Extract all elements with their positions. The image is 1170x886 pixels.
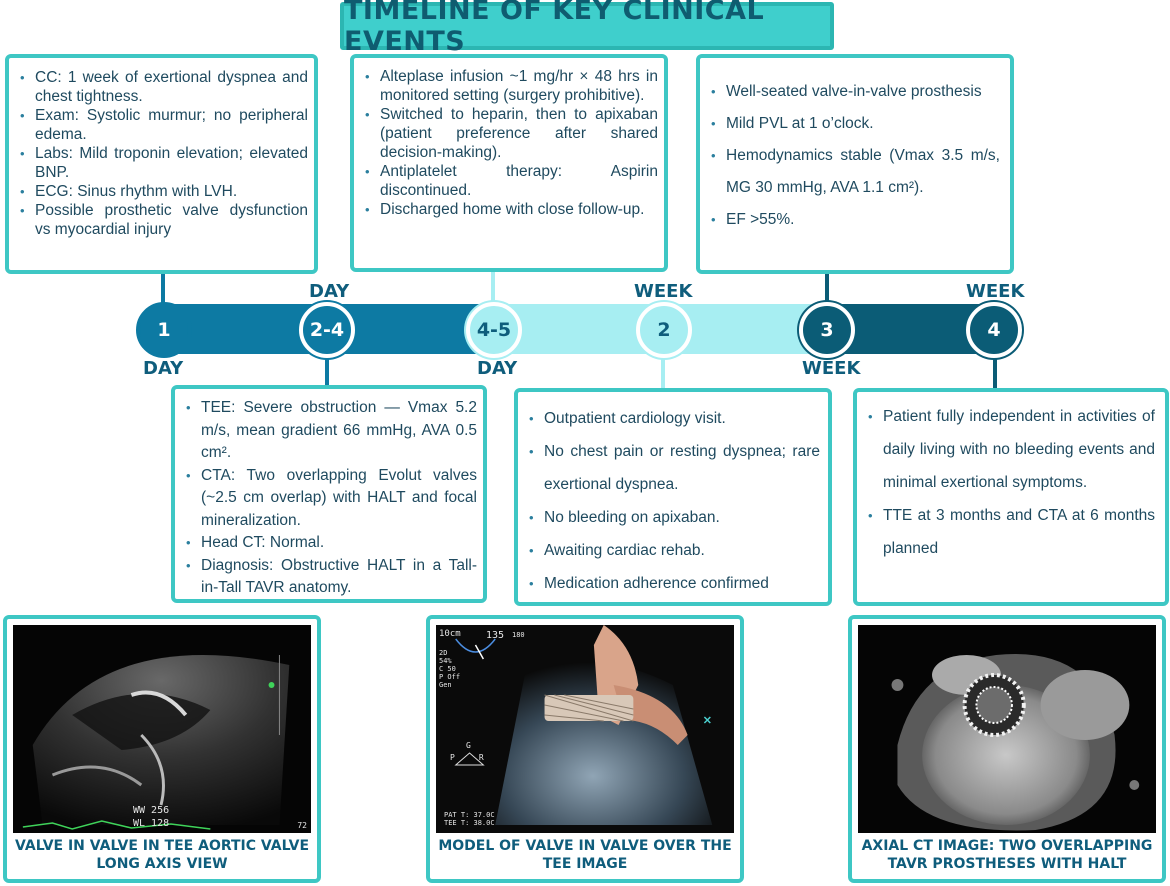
model-markers-label: P R	[450, 753, 484, 762]
card-day2-4-item: Head CT: Normal.	[179, 532, 477, 555]
connector-week4	[993, 356, 997, 388]
timeline-label-week3: WEEK	[802, 358, 861, 379]
card-day4-5-item: Alteplase infusion ~1 mg/hr × 48 hrs in …	[358, 67, 658, 105]
card-day4-5-item: Discharged home with close follow-up.	[358, 200, 658, 219]
image-card-ct: AXIAL CT IMAGE: TWO OVERLAPPING TAVR PRO…	[848, 615, 1166, 883]
image-card-model: 10cm 135 180 2D 54% C 50 P Off Gen G P R…	[426, 615, 744, 883]
connector-day1	[161, 274, 165, 306]
connector-week3	[825, 274, 829, 306]
timeline-label-week4: WEEK	[966, 281, 1025, 302]
card-day2-4-item: Diagnosis: Obstructive HALT in a Tall-in…	[179, 555, 477, 600]
timeline-node-week2: 2	[636, 302, 692, 358]
timeline-node-4-5: 4-5	[466, 302, 522, 358]
model-depth-label: 10cm	[439, 629, 461, 639]
card-week2-item: Outpatient cardiology visit.	[522, 402, 820, 435]
card-week2-item: Medication adherence confirmed	[522, 567, 820, 600]
timeline-label-week2: WEEK	[634, 281, 693, 302]
image-card-tee: WW 256 WL 128 72 VALVE IN VALVE IN TEE A…	[3, 615, 321, 883]
card-day4-5: Alteplase infusion ~1 mg/hr × 48 hrs in …	[350, 54, 668, 272]
card-day1-item: CC: 1 week of exertional dyspnea and che…	[13, 68, 308, 106]
model-side-label: 2D 54% C 50 P Off Gen	[439, 649, 461, 689]
tee-ww-label: WW 256	[133, 805, 170, 816]
connector-day2-4	[325, 356, 329, 386]
card-week3: Well-seated valve-in-valve prosthesis Mi…	[696, 54, 1014, 274]
card-day2-4-item: CTA: Two overlapping Evolut valves (~2.5…	[179, 465, 477, 533]
card-day2-4-item: TEE: Severe obstruction — Vmax 5.2 m/s, …	[179, 397, 477, 465]
card-day2-4: TEE: Severe obstruction — Vmax 5.2 m/s, …	[171, 385, 487, 603]
card-week4-item: Patient fully independent in activities …	[861, 400, 1155, 499]
card-day4-5-item: Antiplatelet therapy: Aspirin discontinu…	[358, 162, 658, 200]
card-week2-item: Awaiting cardiac rehab.	[522, 534, 820, 567]
card-week4-item: TTE at 3 months and CTA at 6 months plan…	[861, 499, 1155, 565]
tee-echo-image: WW 256 WL 128 72	[13, 625, 311, 833]
model-angle-sub-label: 180	[512, 631, 525, 639]
model-angle-label: 135	[486, 630, 505, 641]
model-temp-label: PAT T: 37.0C TEE T: 38.0C	[444, 811, 495, 827]
title-banner: TIMELINE OF KEY CLINICAL EVENTS	[340, 0, 834, 57]
card-week3-item: Hemodynamics stable (Vmax 3.5 m/s, MG 30…	[704, 140, 1000, 204]
connector-week2	[661, 356, 665, 388]
timeline-node-week3: 3	[799, 302, 855, 358]
card-week2-item: No bleeding on apixaban.	[522, 501, 820, 534]
card-week3-item: EF >55%.	[704, 204, 1000, 236]
timeline-label-day2-4: DAY	[309, 281, 350, 302]
model-valve-image: 10cm 135 180 2D 54% C 50 P Off Gen G P R…	[436, 625, 734, 833]
timeline-node-week4: 4	[966, 302, 1022, 358]
card-day1-item: Possible prosthetic valve dysfunction vs…	[13, 201, 308, 239]
card-day1: CC: 1 week of exertional dyspnea and che…	[5, 54, 318, 274]
card-day1-item: Labs: Mild troponin elevation; elevated …	[13, 144, 308, 182]
card-week4: Patient fully independent in activities …	[853, 388, 1169, 606]
caption-model: MODEL OF VALVE IN VALVE OVER THE TEE IMA…	[438, 838, 732, 872]
timeline-node-1: 1	[136, 302, 192, 358]
card-week2: Outpatient cardiology visit. No chest pa…	[514, 388, 832, 606]
caption-tee: VALVE IN VALVE IN TEE AORTIC VALVE LONG …	[14, 838, 310, 872]
model-g-label: G	[466, 741, 471, 750]
caption-ct: AXIAL CT IMAGE: TWO OVERLAPPING TAVR PRO…	[861, 838, 1153, 872]
axial-ct-image	[858, 625, 1156, 833]
card-day4-5-item: Switched to heparin, then to apixaban (p…	[358, 105, 658, 162]
card-day1-item: ECG: Sinus rhythm with LVH.	[13, 182, 308, 201]
card-week2-item: No chest pain or resting dyspnea; rare e…	[522, 435, 820, 501]
connector-day4-5	[491, 272, 495, 306]
card-week3-item: Mild PVL at 1 o’clock.	[704, 108, 1000, 140]
tee-corner-label: 72	[297, 821, 307, 830]
card-week3-item: Well-seated valve-in-valve prosthesis	[704, 76, 1000, 108]
timeline-label-day1: DAY	[143, 358, 184, 379]
page-title: TIMELINE OF KEY CLINICAL EVENTS	[344, 0, 765, 57]
card-day1-item: Exam: Systolic murmur; no peripheral ede…	[13, 106, 308, 144]
tee-wl-label: WL 128	[133, 818, 170, 829]
timeline-node-2-4: 2-4	[299, 302, 355, 358]
timeline-label-day4-5: DAY	[477, 358, 518, 379]
